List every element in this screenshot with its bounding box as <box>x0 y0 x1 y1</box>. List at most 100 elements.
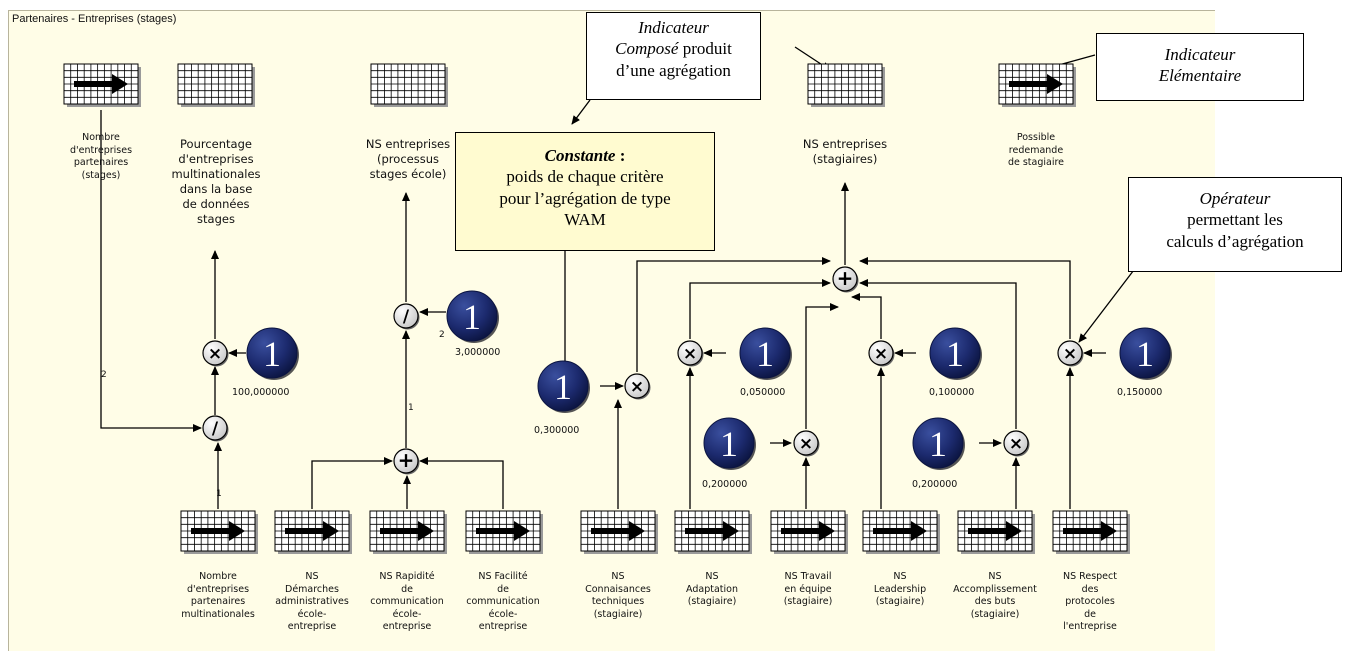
label-line: (stagiaire) <box>593 608 643 620</box>
callout-indicateur-compose: Indicateur Composé produit d’une agrégat… <box>586 12 761 100</box>
label-line: de <box>497 583 509 595</box>
label-line: NS Respect <box>1063 571 1117 582</box>
callout-constante: Constante : poids de chaque critère pour… <box>455 132 715 251</box>
constants: 1 1 1 1 1 1 1 1 <box>246 290 1172 470</box>
label-line: (stagiaires) <box>812 151 878 166</box>
label-line: NS entreprises <box>802 137 888 151</box>
label-line: redemande <box>1008 144 1064 156</box>
label-line: école- <box>392 608 422 620</box>
label-line: stages <box>197 211 235 226</box>
constant-node-02b[interactable]: 1 <box>912 417 965 470</box>
svg-text:×: × <box>799 434 813 454</box>
label-line: partenaires <box>73 157 129 169</box>
edge-weight: 2 <box>439 330 445 340</box>
operator-multiply-accomplissement[interactable]: × <box>1003 430 1030 457</box>
label-line: entreprise <box>478 621 528 633</box>
label-line: de stagiaire <box>1007 157 1065 169</box>
indicator-nb-entreprises[interactable] <box>63 63 141 107</box>
svg-text:/: / <box>403 307 410 327</box>
label-line: Nombre <box>82 132 120 143</box>
label-line: de <box>1084 608 1096 620</box>
constant-value-02b: 0,200000 <box>912 479 958 490</box>
label-line: entreprise <box>287 621 337 633</box>
constant-value-02a: 0,200000 <box>702 479 748 490</box>
constant-value-01: 0,100000 <box>929 387 975 398</box>
indicator-travail[interactable] <box>770 510 848 554</box>
label-line: protocoles <box>1065 596 1115 608</box>
constant-value-3: 3,000000 <box>455 347 501 358</box>
operator-multiply-respect[interactable]: × <box>1057 340 1084 367</box>
operator-multiply-travail[interactable]: × <box>793 430 820 457</box>
indicator-facilite[interactable] <box>465 510 543 554</box>
operator-add-stagiaires[interactable]: + <box>832 266 859 293</box>
callout-indicateur-elementaire: Indicateur Elémentaire <box>1096 33 1304 101</box>
svg-text:1: 1 <box>263 334 281 374</box>
indicator-adaptation[interactable] <box>674 510 752 554</box>
operator-divide-pct[interactable]: / <box>202 415 229 442</box>
operator-add-processus[interactable]: + <box>393 448 420 475</box>
constant-node-01[interactable]: 1 <box>929 327 982 380</box>
label-line: Leadership <box>873 583 927 595</box>
operator-multiply-connaissances[interactable]: × <box>624 373 651 400</box>
constant-value-005: 0,050000 <box>740 387 786 398</box>
label-line: d'entreprises <box>69 144 133 156</box>
label-line: NS <box>705 571 719 582</box>
indicator-ns-stagiaires[interactable] <box>807 63 885 107</box>
indicator-leadership[interactable] <box>862 510 940 554</box>
label-line: d'entreprises <box>186 583 250 595</box>
constant-value-100: 100,000000 <box>232 387 290 398</box>
operator-multiply-adaptation[interactable]: × <box>677 340 704 367</box>
constant-node-015[interactable]: 1 <box>1119 327 1172 380</box>
label-line: l'entreprise <box>1063 621 1117 633</box>
indicator-connaissances[interactable] <box>580 510 658 554</box>
label-line: Possible <box>1016 132 1056 143</box>
svg-text:1: 1 <box>463 297 481 337</box>
svg-text:1: 1 <box>756 334 774 374</box>
constant-node-02a[interactable]: 1 <box>703 417 756 470</box>
svg-text:/: / <box>212 419 219 439</box>
constant-node-03[interactable]: 1 <box>537 360 590 413</box>
label-line: d'entreprises <box>178 151 254 166</box>
indicator-demarches[interactable] <box>274 510 352 554</box>
label-line: stages école) <box>369 166 447 181</box>
label-line: (stagiaire) <box>875 596 925 608</box>
operator-multiply-leadership[interactable]: × <box>868 340 895 367</box>
operator-multiply-100[interactable]: × <box>202 340 229 367</box>
svg-text:+: + <box>398 448 415 472</box>
label-line: entreprise <box>382 621 432 633</box>
constant-value-03: 0,300000 <box>534 425 580 436</box>
indicator-respect[interactable] <box>1052 510 1130 554</box>
constant-node-100[interactable]: 1 <box>246 327 299 380</box>
label-line: partenaires <box>190 596 246 608</box>
indicator-redemande[interactable] <box>998 63 1076 107</box>
callout-operateur: Opérateur permettant les calculs d’agrég… <box>1128 177 1342 272</box>
indicator-rapidite[interactable] <box>369 510 447 554</box>
label-line: des <box>1081 583 1099 595</box>
indicator-nb-multinationales[interactable] <box>180 510 258 554</box>
operator-divide-processus[interactable]: / <box>393 303 420 330</box>
label-line: (processus <box>377 151 439 166</box>
svg-text:1: 1 <box>946 334 964 374</box>
label-line: NS Facilité <box>478 571 528 582</box>
indicator-accomplissement[interactable] <box>957 510 1035 554</box>
label-line: NS <box>893 571 907 582</box>
constant-node-005[interactable]: 1 <box>739 327 792 380</box>
svg-text:×: × <box>1009 434 1023 454</box>
label-line: (stagiaire) <box>783 596 833 608</box>
indicator-ns-processus[interactable] <box>370 63 448 107</box>
label-line: communication <box>370 596 444 608</box>
indicator-pct-multinationales[interactable] <box>177 63 255 107</box>
constant-node-3[interactable]: 1 <box>446 290 499 343</box>
edges <box>100 46 1141 509</box>
label-line: Nombre <box>199 571 237 582</box>
svg-text:1: 1 <box>1136 334 1154 374</box>
svg-text:1: 1 <box>929 424 947 464</box>
